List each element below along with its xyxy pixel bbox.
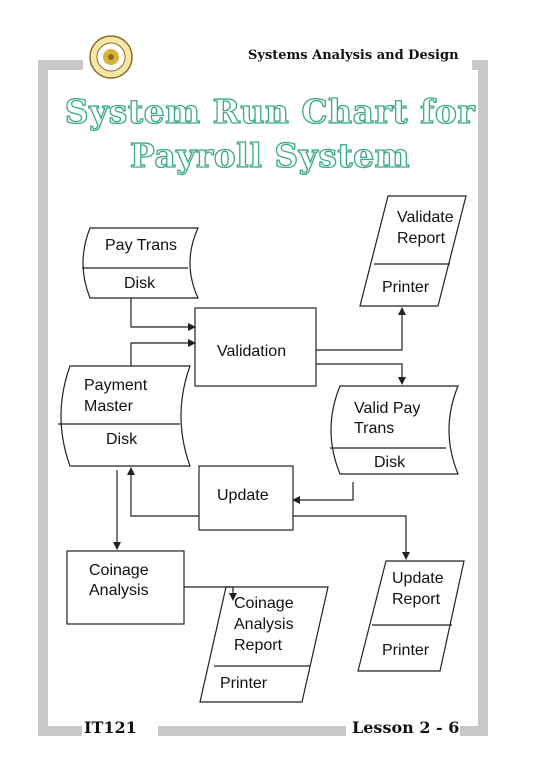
valid-pay-trans-line-2: Trans xyxy=(354,420,394,437)
validation-label: Validation xyxy=(217,343,286,360)
update-report-printer-label: Printer xyxy=(382,642,430,659)
valid-pay-trans-disk-label: Disk xyxy=(374,454,406,471)
payment-master-line-1: Payment xyxy=(84,377,148,394)
frame-right-bar xyxy=(478,60,488,736)
coinage-analysis-line-2: Analysis xyxy=(89,582,149,599)
coinage-report-line-2: Analysis xyxy=(234,616,294,633)
flow-pay-trans-to-validation xyxy=(130,298,196,331)
payment-master-disk-label: Disk xyxy=(106,431,138,448)
payment-master-disk: Payment Master Disk xyxy=(58,365,191,467)
valid-pay-trans-disk: Valid Pay Trans Disk xyxy=(330,385,459,475)
payment-master-line-2: Master xyxy=(84,398,134,415)
frame-top-bar-right xyxy=(472,60,488,70)
frame-bottom-bar-left xyxy=(38,726,82,736)
frame-bottom-bar-right xyxy=(460,726,488,736)
validation-process: Validation xyxy=(194,307,317,387)
flow-update-to-update-report xyxy=(293,515,410,560)
course-code-footer: IT121 xyxy=(84,718,137,737)
pay-trans-disk-label: Disk xyxy=(124,275,156,292)
coinage-report-line-3: Report xyxy=(234,637,283,654)
coinage-report-line-1: Coinage xyxy=(234,595,294,612)
flow-validation-to-validate-report xyxy=(316,307,406,351)
validate-report-line-2: Report xyxy=(397,230,446,247)
update-label: Update xyxy=(217,487,269,504)
pay-trans-label: Pay Trans xyxy=(105,237,177,254)
lesson-number-footer: Lesson 2 - 6 xyxy=(352,718,460,737)
coinage-analysis-line-1: Coinage xyxy=(89,562,149,579)
coinage-analysis-process: Coinage Analysis xyxy=(66,550,185,625)
page-title-line-2: Payroll System xyxy=(129,135,411,175)
update-report-line-1: Update xyxy=(392,570,444,587)
flow-valid-pay-trans-to-update xyxy=(292,482,354,504)
course-title-header: Systems Analysis and Design xyxy=(248,48,459,63)
pay-trans-disk: Pay Trans Disk xyxy=(82,227,199,299)
update-process: Update xyxy=(198,465,294,531)
frame-top-bar-left xyxy=(38,60,83,70)
update-report-document: Update Report Printer xyxy=(357,560,465,672)
flow-validation-to-valid-pay-trans xyxy=(316,363,406,385)
flow-update-to-payment-master xyxy=(127,467,199,517)
validate-report-document: Validate Report Printer xyxy=(359,195,467,307)
flow-coinage-analysis-to-report xyxy=(184,586,237,601)
flow-payment-master-to-validation xyxy=(130,339,196,366)
frame-left-bar xyxy=(38,60,48,736)
valid-pay-trans-line-1: Valid Pay xyxy=(354,400,420,417)
coinage-report-printer-label: Printer xyxy=(220,675,268,692)
page-title-line-1: System Run Chart for xyxy=(64,91,476,131)
coinage-analysis-report-document: Coinage Analysis Report Printer xyxy=(199,586,329,703)
update-report-line-2: Report xyxy=(392,591,441,608)
validate-report-printer-label: Printer xyxy=(382,279,430,296)
school-seal-logo xyxy=(89,35,133,79)
frame-bottom-bar-middle xyxy=(158,726,346,736)
validate-report-line-1: Validate xyxy=(397,209,454,226)
